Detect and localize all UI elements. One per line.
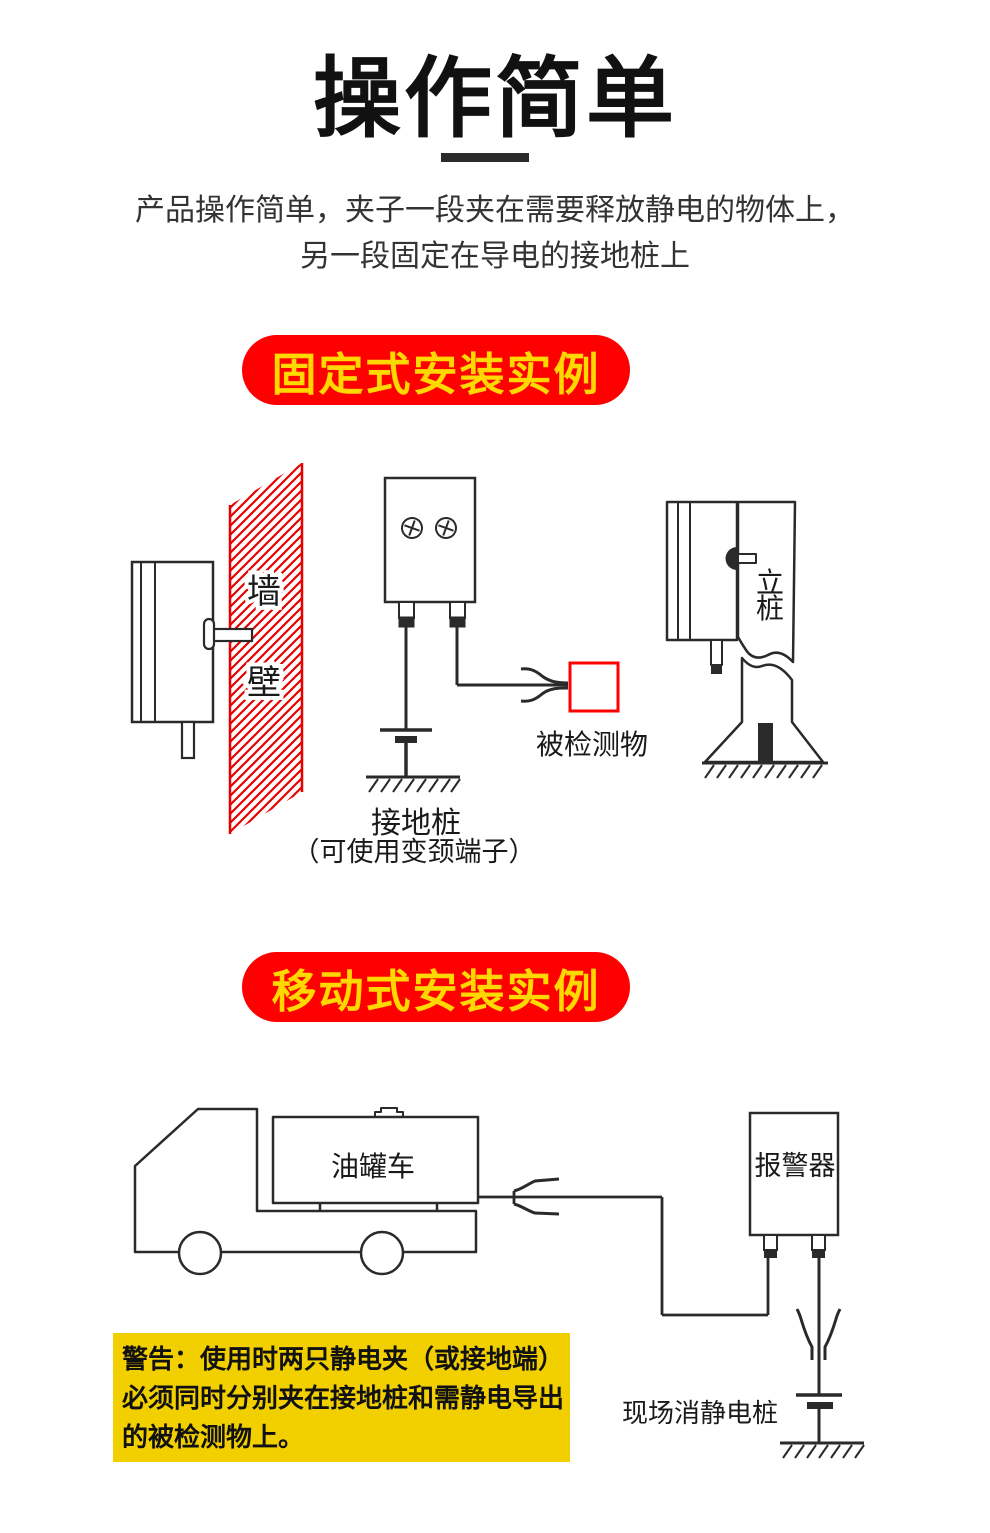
wall-mounted-device xyxy=(130,560,254,760)
banner-mobile-label: 移动式安装实例 xyxy=(271,965,601,1017)
post-device-terminal xyxy=(710,639,723,666)
site-stake-label: 现场消静电桩 xyxy=(622,1398,778,1428)
detected-object-box xyxy=(568,661,620,713)
screw-left xyxy=(401,517,423,539)
terminal-right xyxy=(449,601,466,619)
banner-fixed-label: 固定式安装实例 xyxy=(271,348,601,400)
truck-wheel-rear xyxy=(359,1230,405,1276)
screw-right xyxy=(435,517,457,539)
banner-fixed-installation: 固定式安装实例 xyxy=(242,335,630,405)
object-clamp xyxy=(455,627,569,703)
intro-paragraph: 产品操作简单，夹子一段夹在需要释放静电的物体上， 另一段固定在导电的接地桩上 xyxy=(0,188,990,280)
fixed-installation-diagram: 墙 壁 xyxy=(130,463,828,867)
warning-line-3: 的被检测物上。 xyxy=(122,1422,305,1452)
clamp-jaw-top xyxy=(520,667,569,685)
stake-clamp-jaw-right xyxy=(823,1308,842,1360)
standing-post-assembly xyxy=(665,500,828,779)
intro-line-1: 产品操作简单，夹子一段夹在需要释放静电的物体上， xyxy=(135,194,855,227)
mobile-installation-diagram: 油罐车 报警器 xyxy=(133,1107,865,1459)
post-lower-pedestal xyxy=(703,656,825,764)
mount-bolt-shaft xyxy=(211,627,254,643)
mount-bolt-head xyxy=(202,617,216,651)
site-stake-ground xyxy=(780,1257,865,1459)
ground-stake-note: （可使用变颈端子） xyxy=(293,837,536,867)
terminal-left xyxy=(398,601,415,619)
truck-label: 油罐车 xyxy=(331,1151,415,1182)
post-label-top: 立 xyxy=(756,567,784,598)
device-terminal xyxy=(180,720,196,760)
wall-label-top: 墙 xyxy=(247,573,281,611)
truck-wheel-front xyxy=(177,1230,223,1276)
warning-line-1: 警告：使用时两只静电夹（或接地端） xyxy=(122,1344,565,1374)
alarm-unit xyxy=(748,1111,840,1258)
tanker-truck xyxy=(133,1107,480,1276)
post-upper xyxy=(736,500,797,664)
earth-hatch xyxy=(704,764,823,779)
alarm-wire xyxy=(660,1197,770,1317)
ground-connection xyxy=(366,627,461,793)
truck-chassis xyxy=(133,1107,478,1254)
ground-stake-label: 接地桩 xyxy=(371,807,461,840)
earth-hatch xyxy=(782,1444,865,1459)
wall: 墙 壁 xyxy=(228,463,304,834)
tank-body xyxy=(271,1115,480,1205)
page-title: 操作简单 xyxy=(312,49,677,148)
earth-hatch xyxy=(368,778,461,793)
alarm-label: 报警器 xyxy=(755,1151,836,1181)
tank-cap xyxy=(374,1107,404,1117)
banner-mobile-installation: 移动式安装实例 xyxy=(242,952,630,1022)
post-bolt-bar xyxy=(737,553,757,564)
detected-object-label: 被检测物 xyxy=(536,729,648,760)
clamp-jaw-bottom xyxy=(520,686,569,703)
detector-unit xyxy=(383,476,477,628)
clamp-jaw-top xyxy=(513,1177,560,1193)
title-divider xyxy=(441,153,529,162)
stake-clamp-jaw-left xyxy=(795,1308,814,1360)
truck-clamp xyxy=(478,1177,662,1216)
clamp-jaw-bottom xyxy=(513,1202,560,1216)
alarm-terminal-right xyxy=(811,1234,826,1251)
intro-line-2: 另一段固定在导电的接地桩上 xyxy=(300,240,690,273)
alarm-terminal-left xyxy=(763,1234,778,1251)
post-label-bottom: 桩 xyxy=(756,593,784,624)
post-bolt-head xyxy=(725,547,737,570)
warning-box: 警告：使用时两只静电夹（或接地端） 必须同时分别夹在接地桩和需静电导出 的被检测… xyxy=(113,1333,570,1462)
wall-label-bottom: 壁 xyxy=(247,664,281,702)
warning-line-2: 必须同时分别夹在接地桩和需静电导出 xyxy=(122,1383,565,1413)
